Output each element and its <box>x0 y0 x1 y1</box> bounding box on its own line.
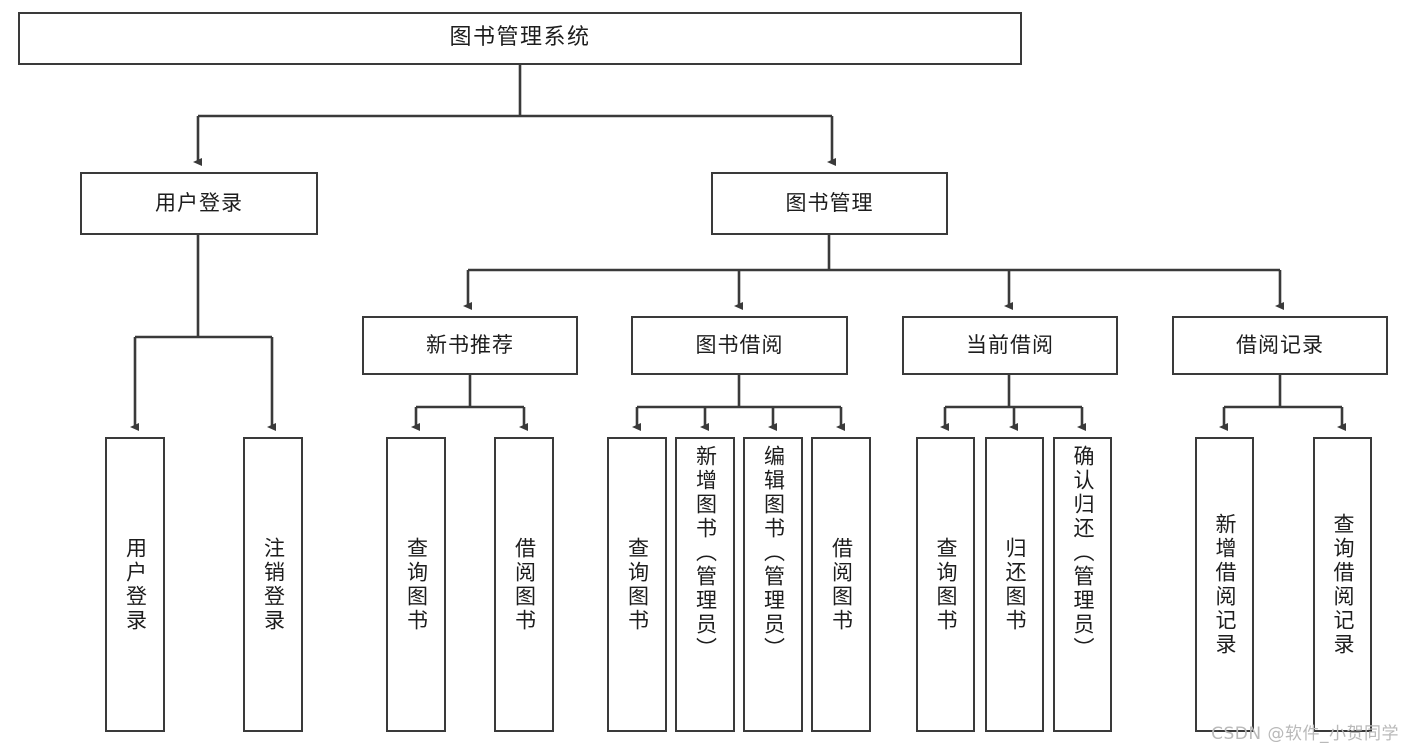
leaf-current-return-book[interactable]: 归还图书 <box>985 437 1044 732</box>
leaf-user-login-signin[interactable]: 用户登录 <box>105 437 165 732</box>
leaf-new-book-query-book[interactable]: 查询图书 <box>386 437 446 732</box>
node-label: 借阅图书 <box>512 536 537 633</box>
node-label: 编辑图书（管理员） <box>761 445 786 661</box>
leaf-borrow-add-book-admin[interactable]: 新增图书（管理员） <box>675 437 735 732</box>
leaf-borrow-edit-book-admin[interactable]: 编辑图书（管理员） <box>743 437 803 732</box>
node-label: 借阅记录 <box>1236 332 1324 357</box>
node-label: 查询借阅记录 <box>1331 512 1355 657</box>
node-label: 查询图书 <box>625 536 650 633</box>
leaf-new-book-borrow-book[interactable]: 借阅图书 <box>494 437 554 732</box>
node-label: 借阅图书 <box>829 536 854 633</box>
node-label: 图书管理 <box>785 190 874 215</box>
leaf-current-confirm-return-admin[interactable]: 确认归还（管理员） <box>1053 437 1112 732</box>
node-label: 新增图书（管理员） <box>693 445 718 661</box>
leaf-record-add-borrow-record[interactable]: 新增借阅记录 <box>1195 437 1254 732</box>
leaf-current-query-book[interactable]: 查询图书 <box>916 437 975 732</box>
node-label: 新书推荐 <box>426 332 514 357</box>
node-label: 注销登录 <box>261 536 286 633</box>
node-new-book-recommendation[interactable]: 新书推荐 <box>362 316 578 375</box>
leaf-record-query-borrow-record[interactable]: 查询借阅记录 <box>1313 437 1372 732</box>
csdn-watermark: CSDN @软件_小贺同学 <box>1211 724 1399 744</box>
node-label: 图书借阅 <box>695 332 784 357</box>
node-current-borrowing[interactable]: 当前借阅 <box>902 316 1118 375</box>
node-borrow-records[interactable]: 借阅记录 <box>1172 316 1388 375</box>
node-label: 查询图书 <box>404 536 429 633</box>
node-root-book-management-system[interactable]: 图书管理系统 <box>18 12 1022 65</box>
node-label: 归还图书 <box>1003 536 1027 633</box>
node-book-borrowing[interactable]: 图书借阅 <box>631 316 848 375</box>
node-label: 图书管理系统 <box>449 25 591 51</box>
leaf-borrow-borrow-book[interactable]: 借阅图书 <box>811 437 871 732</box>
leaf-user-login-signout[interactable]: 注销登录 <box>243 437 303 732</box>
node-user-login[interactable]: 用户登录 <box>80 172 318 235</box>
node-label: 当前借阅 <box>966 332 1054 357</box>
node-label: 查询图书 <box>934 536 958 633</box>
node-label: 用户登录 <box>155 190 243 215</box>
node-label: 确认归还（管理员） <box>1071 445 1095 661</box>
leaf-borrow-query-book[interactable]: 查询图书 <box>607 437 667 732</box>
node-book-management[interactable]: 图书管理 <box>711 172 948 235</box>
node-label: 用户登录 <box>123 536 148 633</box>
node-label: 新增借阅记录 <box>1213 512 1237 657</box>
